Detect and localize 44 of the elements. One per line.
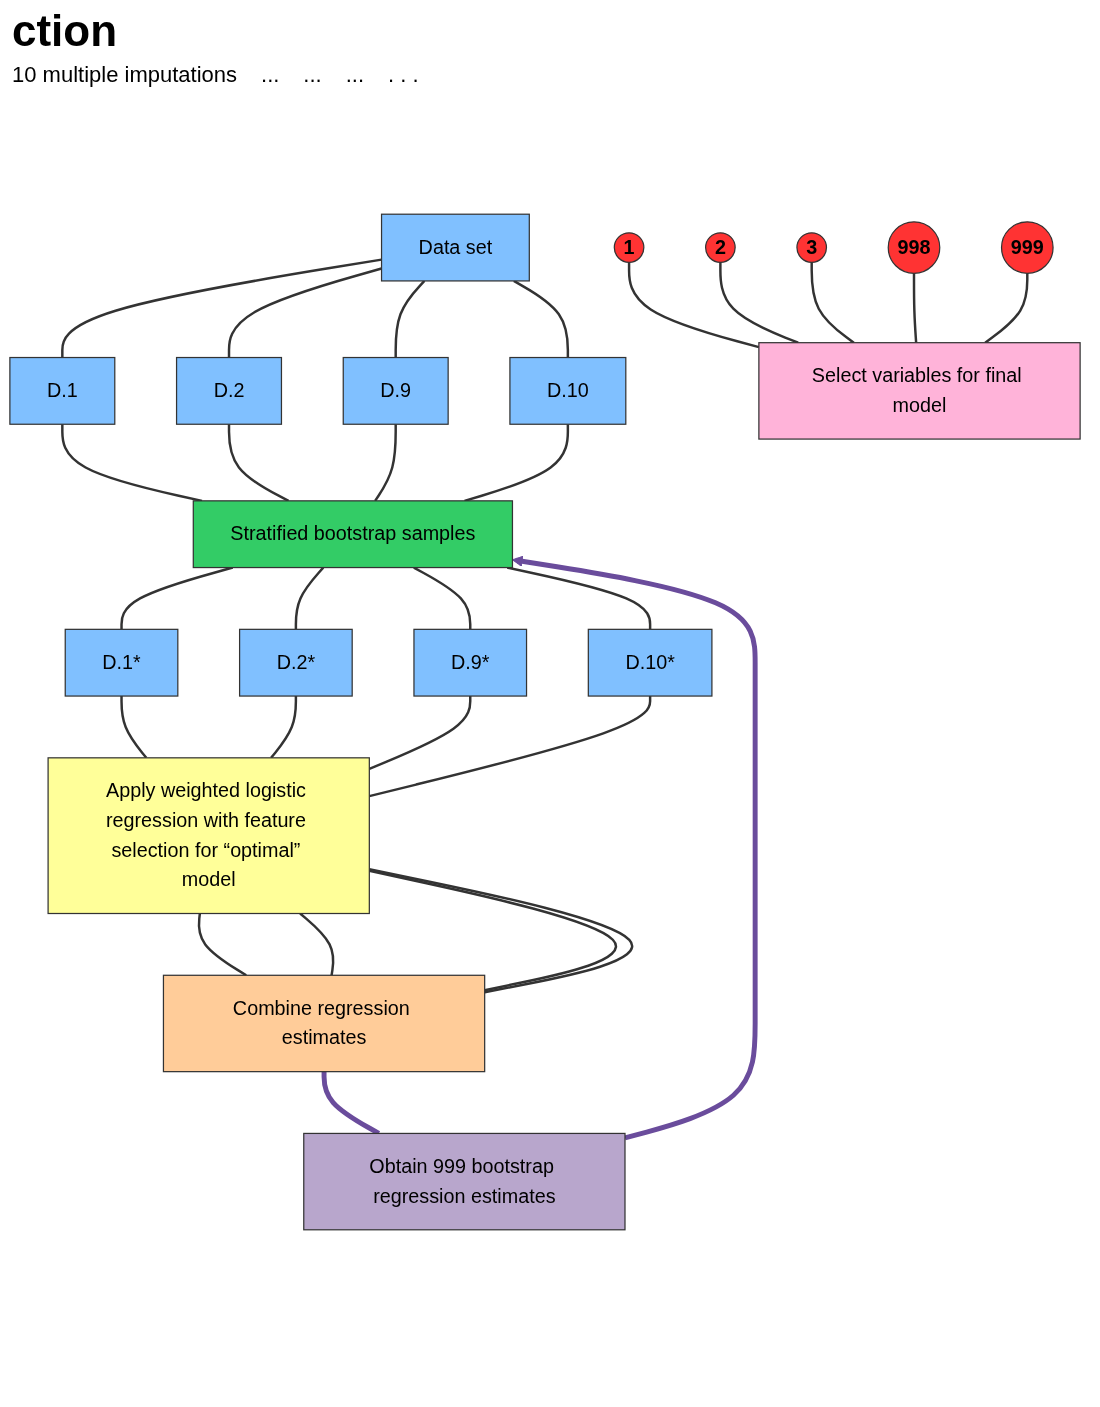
connector — [61, 258, 382, 358]
connector — [197, 913, 247, 977]
connector — [374, 424, 397, 502]
note-label: ... — [303, 62, 322, 88]
node-box: D.2* — [239, 628, 353, 697]
node-box: Obtain 999 bootstrap regression estimates — [303, 1132, 626, 1231]
connector — [227, 424, 290, 502]
node-box: D.1 — [9, 356, 116, 425]
node-circle: 2 — [705, 232, 736, 263]
node-box: Stratified bootstrap samples — [192, 500, 514, 569]
connector — [413, 566, 472, 630]
connector — [369, 696, 652, 798]
connector — [270, 696, 298, 759]
connector — [984, 273, 1029, 344]
connector — [294, 566, 325, 630]
node-circle: 998 — [887, 221, 941, 274]
connector — [227, 267, 382, 358]
connector — [513, 279, 570, 358]
connector — [120, 696, 148, 759]
node-box: D.9* — [413, 628, 528, 697]
connector — [912, 273, 918, 343]
connector — [810, 262, 855, 344]
node-box: D.10 — [509, 356, 627, 425]
note-label: . . . — [388, 62, 419, 88]
node-box: D.2 — [175, 356, 283, 425]
connector — [120, 566, 234, 630]
node-box: D.10* — [587, 628, 713, 697]
node-circle: 999 — [1000, 221, 1054, 274]
note-label: ... — [261, 62, 280, 88]
title: ction — [12, 6, 119, 56]
node-box: Combine regression estimates — [162, 974, 486, 1073]
connector — [299, 912, 335, 976]
node-box: D.1* — [64, 628, 179, 697]
note-label: 10 multiple imputations — [12, 62, 237, 88]
node-circle: 3 — [796, 232, 828, 263]
node-box: Data set — [380, 213, 530, 282]
node-box: Apply weighted logistic regression with feature selection for “optimal” model — [47, 757, 370, 915]
node-circle: 1 — [613, 232, 645, 263]
node-box: D.9 — [342, 356, 449, 425]
node-box: Select variables for final model — [758, 342, 1081, 440]
connector — [506, 566, 652, 630]
connector — [394, 280, 426, 358]
connector — [719, 262, 799, 344]
note-label: ... — [345, 62, 365, 88]
